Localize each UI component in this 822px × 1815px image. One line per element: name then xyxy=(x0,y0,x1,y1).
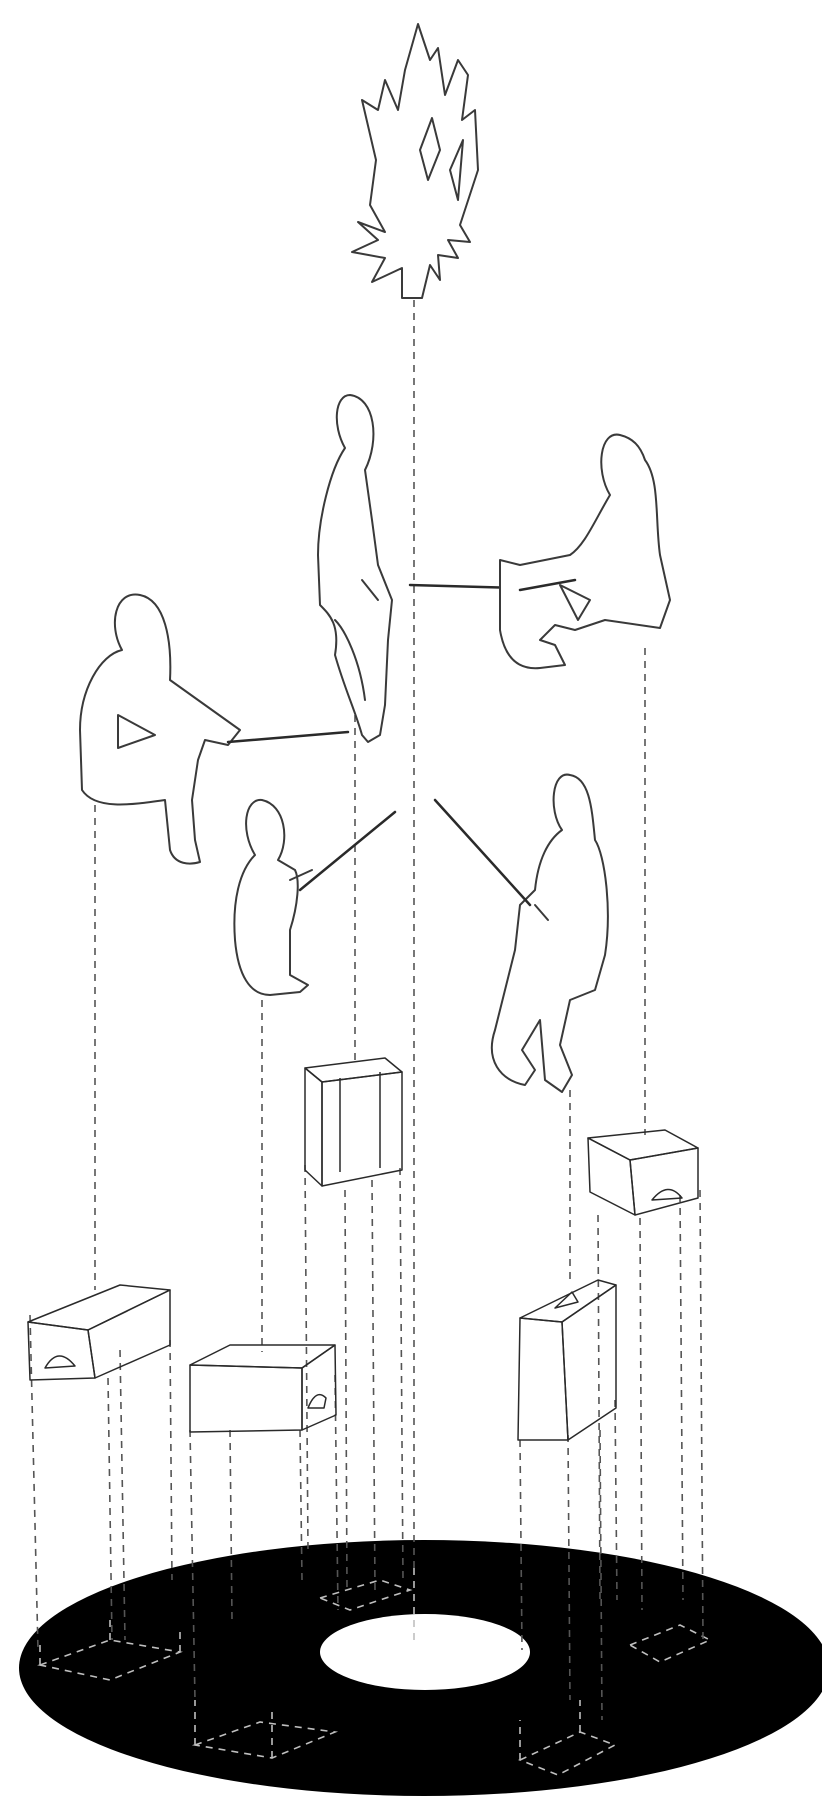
stick-stool xyxy=(435,800,530,905)
stick-left xyxy=(228,732,348,742)
platform-center-hole xyxy=(320,1614,530,1690)
person-crouching-icon xyxy=(234,800,312,995)
seat-red-right xyxy=(518,1280,616,1440)
seat-yellow-right xyxy=(588,1130,698,1215)
seat-yellow-center xyxy=(190,1345,336,1432)
person-sitting-icon-right xyxy=(500,435,670,669)
person-standing-icon xyxy=(318,395,392,742)
fire-outline-icon xyxy=(352,24,478,298)
person-sitting-icon-left xyxy=(80,595,240,864)
person-on-stool-icon xyxy=(492,775,608,1092)
seat-blue xyxy=(305,1058,402,1186)
seat-red-left xyxy=(28,1285,170,1380)
stick-crouching xyxy=(300,812,395,890)
